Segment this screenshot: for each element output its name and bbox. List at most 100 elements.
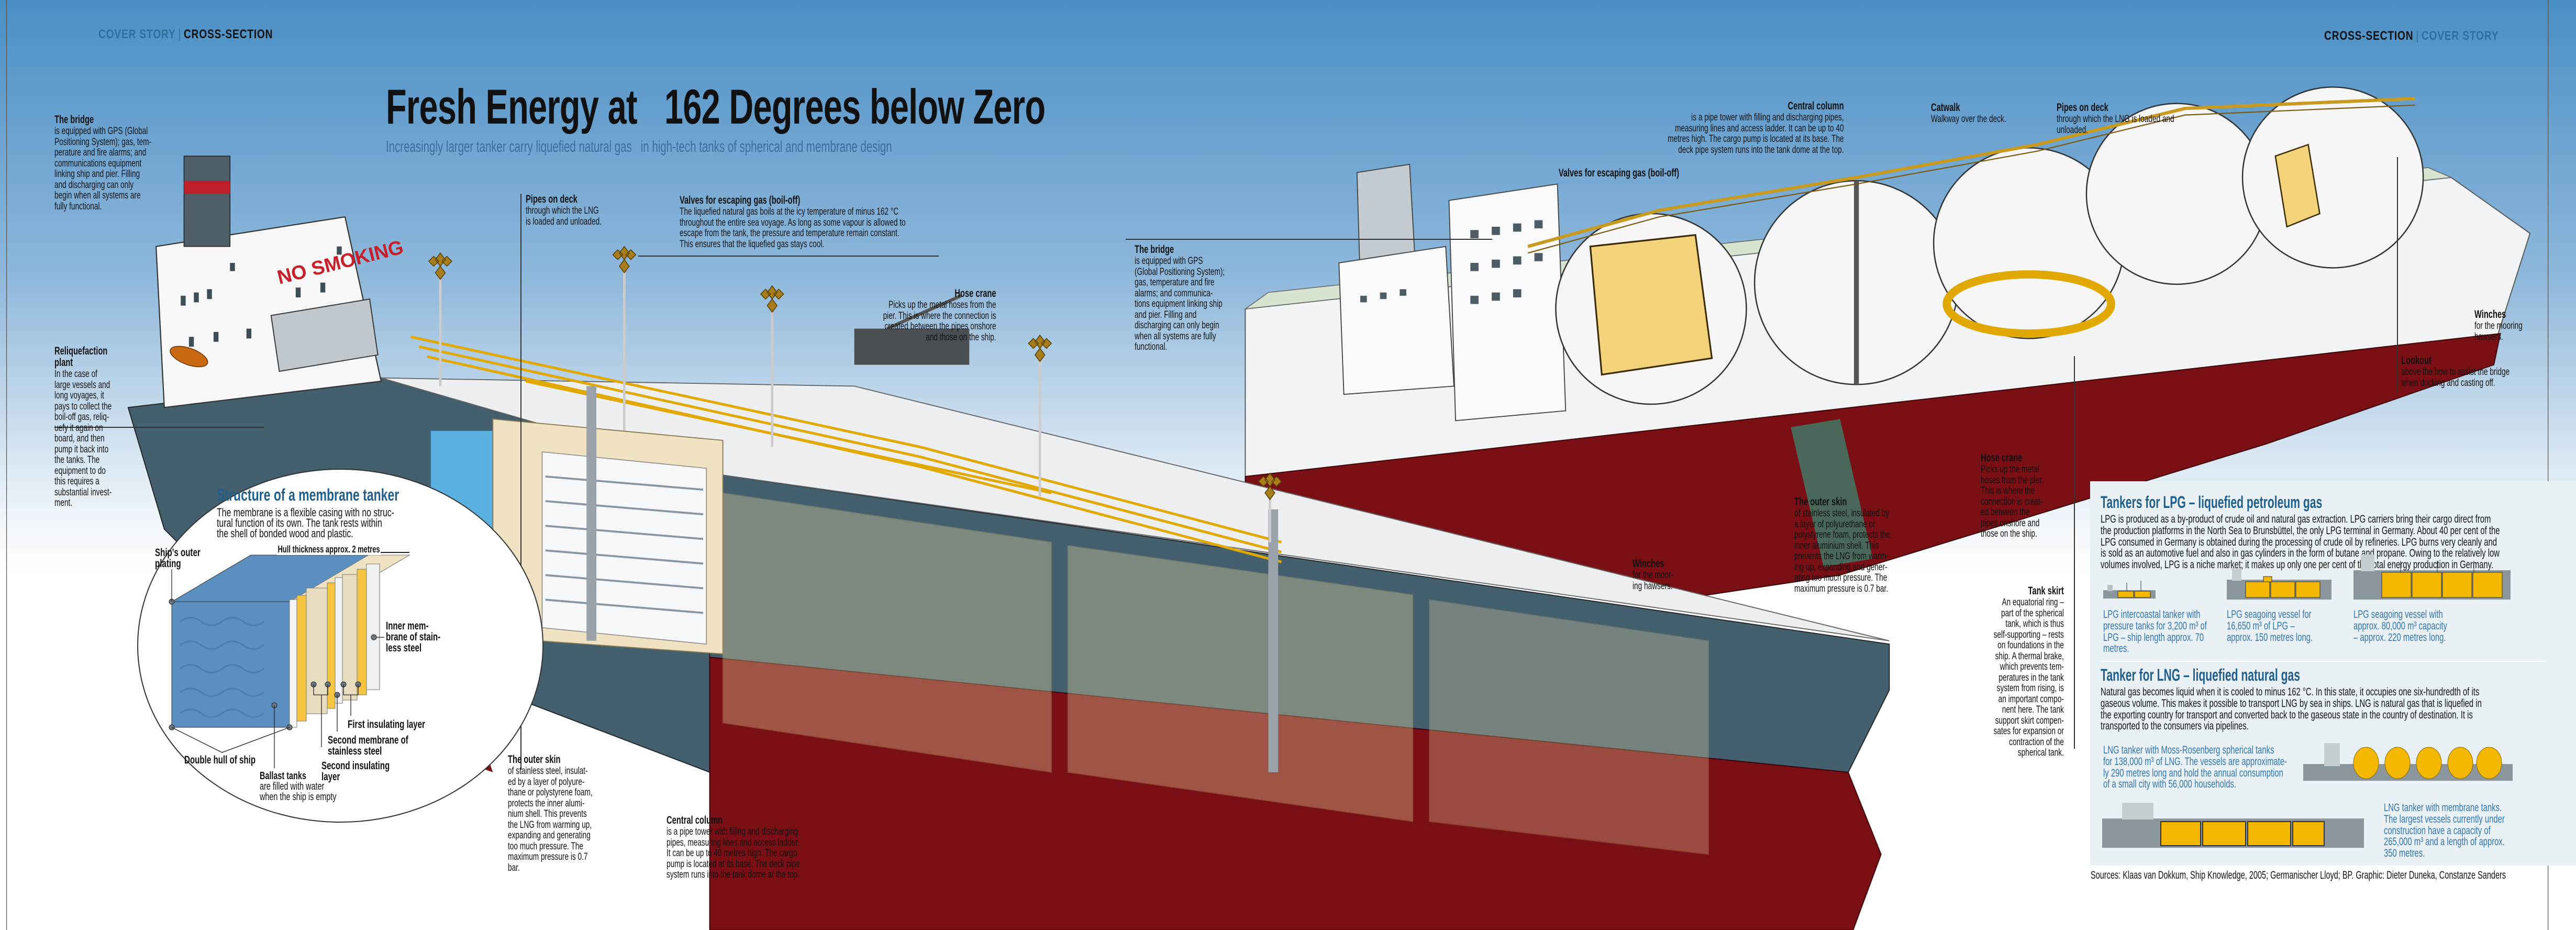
catwalk (1527, 97, 2415, 248)
hull-bottom (709, 657, 1882, 930)
first-insulating-label: First insulating layer (348, 718, 425, 730)
leader-line (520, 194, 521, 770)
tank-ghost-2 (1067, 545, 1414, 822)
funnel-red-band (184, 181, 230, 194)
label-heading: Catwalk (1931, 102, 1960, 114)
inset-title: Structure of a membrane tanker (217, 485, 399, 504)
leader-line (54, 427, 264, 428)
label-heading: The outer skin (1794, 496, 1847, 508)
label-body: In the case of large vessels and long vo… (54, 368, 112, 508)
label-body: for the moor- ing hawsers. (1633, 569, 1674, 592)
spherical-lng-tanker (1243, 86, 2531, 605)
lng-title: Tanker for LNG – liquefied natural gas (2101, 666, 2301, 684)
label-heading: Winches (2474, 308, 2506, 320)
label-heading: The outer skin (508, 754, 561, 766)
bridge-tower (1448, 183, 1567, 422)
page-subtitle: Increasingly larger tanker carry liquefi… (386, 137, 892, 156)
spherical-tank-5 (2241, 86, 2424, 269)
label-body: through which the LNG is loaded and unlo… (526, 205, 602, 227)
leader-line (2397, 157, 2398, 393)
label-body: Walkway over the deck. (1931, 113, 2006, 125)
sources-credit: Sources: Klaas van Dokkum, Ship Knowledg… (2091, 869, 2506, 881)
label-body: is equipped with GPS (Global Positioning… (54, 125, 152, 212)
subsection-label: CROSS-SECTION (2324, 29, 2414, 43)
label-heading: Hose crane (954, 287, 996, 300)
inset-description: The membrane is a flexible casing with n… (217, 506, 394, 540)
membrane-structure-inset: Structure of a membrane tanker The membr… (137, 469, 543, 823)
membrane-tanker-icon (2102, 803, 2364, 848)
inner-membrane-label: Inner mem- brane of stain- less steel (386, 620, 441, 654)
lpg-title: Tankers for LPG – liquefied petroleum ga… (2101, 493, 2323, 512)
tank-ghost-3 (1429, 599, 1709, 855)
membrane-layers-diagram (169, 552, 410, 768)
lpg-vessel-caption: LPG seagoing vessel with approx. 80,000 … (2353, 608, 2447, 644)
lpg-large-seagoing-vessel-icon (2353, 555, 2511, 600)
moss-tanker-caption: LNG tanker with Moss-Rosenberg spherical… (2103, 744, 2287, 791)
moss-rosenberg-tanker-icon (2303, 743, 2513, 781)
lpg-vessel-caption: LPG seagoing vessel for 16,650 m³ of LPG… (2227, 608, 2313, 644)
label-heading: Central column (667, 814, 723, 826)
label-heading: Valves for escaping gas (boil-off) (680, 194, 801, 206)
section-label: COVER STORY (98, 27, 176, 41)
lpg-body: LPG is produced as a by-product of crude… (2101, 513, 2500, 571)
label-body: The liquefied natural gas boils at the i… (680, 206, 906, 250)
central-column (586, 386, 1279, 772)
label-valves-left: Valves for escaping gas (boil-off)The li… (680, 195, 906, 249)
label-heading: Tank skirt (2028, 585, 2064, 597)
lifeboat (170, 346, 208, 368)
lpg-seagoing-vessel-icon (2227, 568, 2331, 600)
hull-thickness-label: Hull thickness approx. 2 metres (277, 544, 381, 555)
valve-masts (439, 266, 1271, 542)
membrane-tanker-caption: LNG tanker with membrane tanks. The larg… (2384, 801, 2505, 860)
label-body: is a pipe tower with filling and dischar… (1668, 112, 1844, 156)
second-membrane-label: Second membrane of stainless steel (328, 734, 408, 757)
label-heading: Lookout (2401, 355, 2431, 367)
funnel (183, 156, 231, 247)
leader-line (2074, 356, 2075, 749)
ladder-green (1791, 419, 1873, 567)
second-insulating-label: Second insulating layer (321, 760, 390, 783)
section-label: COVER STORY (2421, 29, 2499, 43)
ballast-heading: Ballast tanks (260, 770, 306, 782)
hose-crane (854, 328, 970, 365)
label-body: through which the LNG is loaded and unlo… (2057, 113, 2174, 136)
tank-ghost-1 (722, 492, 1052, 773)
section-header-left: COVER STORY|CROSS-SECTION (98, 27, 273, 41)
label-body: Picks up the metal hoses from the pier. … (883, 299, 996, 343)
outer-plating-label: Ship's outer plating (155, 547, 201, 570)
label-body: is a pipe tower with filling and dischar… (667, 826, 800, 880)
tank-skirt-ring (1942, 270, 2115, 338)
ballast-body: are filled with water when the ship is e… (260, 781, 337, 803)
label-body: An equatorial ring – part of the spheric… (1993, 596, 2064, 758)
label-heading: Pipes on deck (2057, 102, 2108, 114)
tank-insulation-cutaway (1589, 234, 1713, 376)
page-title: Fresh Energy at 162 Degrees below Zero (386, 79, 1046, 134)
label-body: above the bow to assist the bridge when … (2401, 366, 2510, 389)
superstructure (1338, 246, 1454, 395)
label-heading: Central column (1787, 100, 1844, 112)
leader-line (1126, 239, 1492, 240)
lng-body: Natural gas becomes liquid when it is co… (2101, 685, 2482, 733)
tank-interior (541, 451, 707, 645)
label-heading: Hose crane (1981, 452, 2023, 464)
label-heading: Valves for escaping gas (boil-off) (1558, 167, 1679, 179)
lpg-intercoastal-tanker-icon (2103, 581, 2156, 599)
tanker-types-panel: Tankers for LPG – liquefied petroleum ga… (2090, 481, 2576, 866)
label-body: of stainless steel, insulat- ed by a lay… (508, 765, 593, 873)
label-body: is equipped with GPS (Global Positioning… (1135, 255, 1225, 352)
leader-line (638, 256, 939, 257)
double-hull-label: Double hull of ship (184, 754, 256, 766)
subsection-label: CROSS-SECTION (183, 27, 273, 41)
